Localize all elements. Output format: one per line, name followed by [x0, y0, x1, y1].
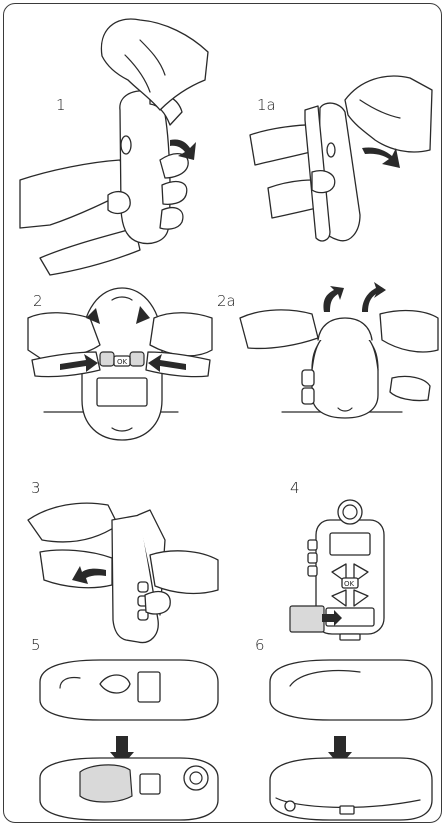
illustration-step-5: [40, 660, 218, 820]
illustration-step-4: OK: [290, 500, 384, 640]
illustration-step-2: OK: [28, 288, 212, 440]
illustration-step-1a: [250, 76, 432, 241]
illustration-step-3: [28, 503, 218, 642]
illustration-step-1: [20, 19, 208, 275]
illustration-step-2a: [240, 282, 438, 418]
ok-button-text: OK: [117, 358, 128, 366]
illustration-step-6: [270, 660, 432, 820]
ok-button-text-4: OK: [344, 580, 355, 588]
